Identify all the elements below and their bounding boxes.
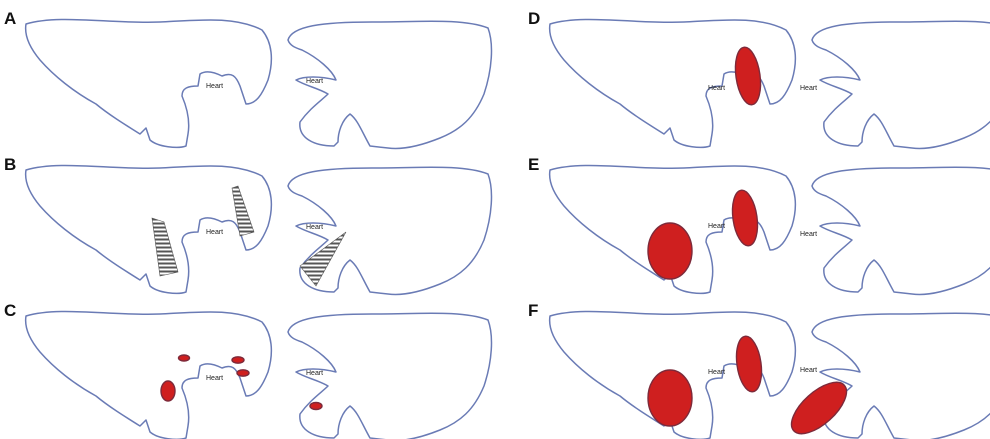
panel-a: A Heart Heart: [4, 9, 491, 149]
heart-label-right: Heart: [800, 367, 817, 374]
heart-label-right: Heart: [306, 370, 323, 377]
lesion-small-dot: [179, 355, 190, 361]
panel-letter: F: [528, 301, 538, 320]
heart-label-right: Heart: [800, 231, 817, 238]
panel-b: B Heart Heart: [4, 155, 491, 295]
lesion-medium-oval: [161, 381, 175, 401]
heart-label-right: Heart: [800, 85, 817, 92]
right-lung-outline: [812, 21, 990, 148]
heart-label-left: Heart: [708, 223, 725, 230]
lesion-large-round: [648, 370, 692, 426]
right-lung-outline: [812, 313, 990, 439]
panel-letter: E: [528, 155, 539, 174]
heart-label-left: Heart: [206, 83, 223, 90]
panel-e: E Heart Heart: [528, 155, 990, 295]
heart-label-left: Heart: [206, 375, 223, 382]
lesion-small-dot: [237, 370, 249, 376]
right-lung-outline: [812, 167, 990, 294]
lesion-large-round: [648, 223, 692, 279]
lesion-small-dot: [310, 403, 322, 410]
heart-label-right: Heart: [306, 78, 323, 85]
panel-f: F Heart Heart: [528, 301, 990, 439]
left-lung-outline: [26, 311, 272, 439]
panel-letter: D: [528, 9, 540, 28]
panel-letter: B: [4, 155, 16, 174]
heart-label-left: Heart: [206, 229, 223, 236]
heart-label-left: Heart: [708, 85, 725, 92]
panel-letter: C: [4, 301, 16, 320]
left-lung-outline: [26, 19, 272, 147]
lesion-small-dot: [232, 357, 244, 363]
panel-d: D Heart Heart: [528, 9, 990, 149]
panel-c: C Heart Heart: [4, 301, 491, 439]
panel-letter: A: [4, 9, 16, 28]
heart-label-right: Heart: [306, 224, 323, 231]
heart-label-left: Heart: [708, 369, 725, 376]
left-lung-outline: [26, 165, 272, 293]
